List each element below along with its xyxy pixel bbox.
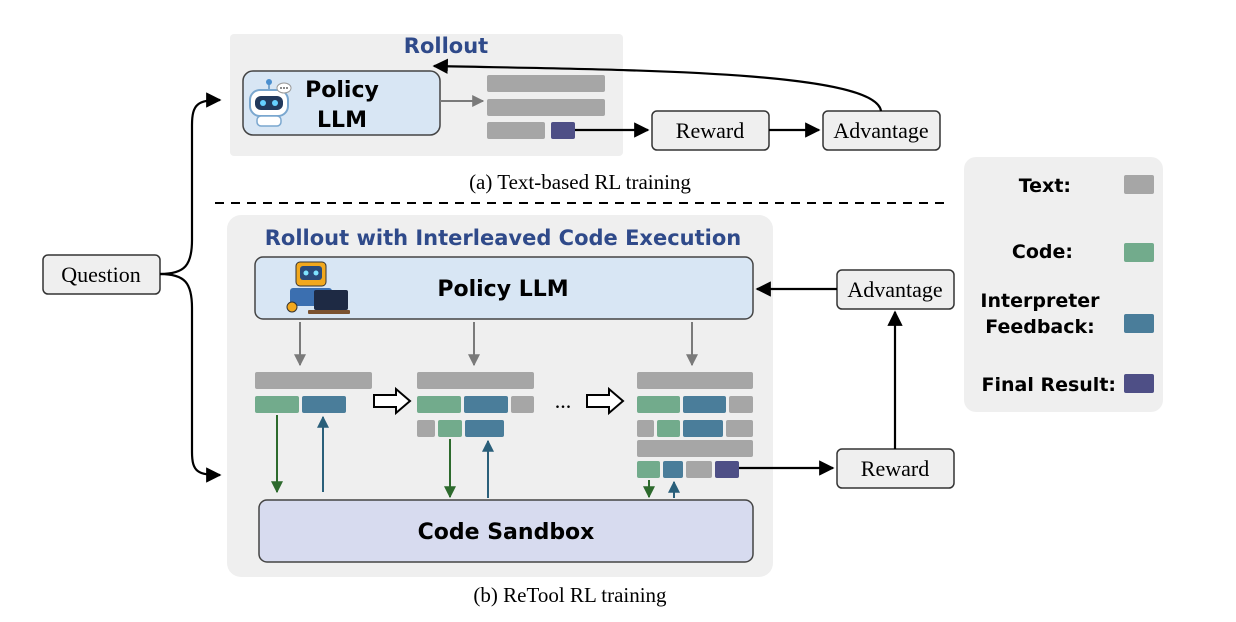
- feedback-block: [464, 396, 508, 413]
- legend-label-feedback-2: Feedback:: [985, 316, 1095, 338]
- legend-swatch-feedback: [1124, 314, 1154, 333]
- text-block: [686, 461, 712, 478]
- question-brace: [159, 92, 222, 276]
- ellipsis: ...: [555, 388, 572, 413]
- legend-panel: [964, 157, 1163, 412]
- legend-swatch-code: [1124, 243, 1154, 262]
- feedback-block: [663, 461, 683, 478]
- text-block: [417, 372, 534, 389]
- top-policy-label-1: Policy: [305, 78, 379, 103]
- text-block: [637, 420, 654, 437]
- code-sandbox-box: [258, 499, 754, 563]
- text-block: [417, 420, 435, 437]
- legend-swatch-final: [1124, 374, 1154, 393]
- code-sandbox-label: Code Sandbox: [418, 520, 595, 545]
- final-result-block: [715, 461, 739, 478]
- text-block: [637, 440, 753, 457]
- top-text-block: [487, 99, 605, 116]
- top-caption: (a) Text-based RL training: [469, 170, 691, 194]
- code-block: [417, 396, 461, 413]
- top-panel-title: Rollout: [404, 34, 488, 58]
- bottom-policy-label: Policy LLM: [437, 277, 568, 302]
- top-text-block: [487, 122, 545, 139]
- step-arrow: [373, 386, 412, 416]
- legend-label-final: Final Result:: [981, 374, 1116, 396]
- feedback-block: [465, 420, 504, 437]
- code-block: [637, 461, 660, 478]
- text-block: [729, 396, 753, 413]
- question-brace-lower: [159, 272, 222, 483]
- code-block: [637, 396, 680, 413]
- top-final-result-block: [551, 122, 575, 139]
- top-advantage-feedback-arrow: [432, 58, 883, 112]
- code-block: [657, 420, 680, 437]
- text-block: [511, 396, 534, 413]
- legend-swatch-text: [1124, 175, 1154, 194]
- code-block: [438, 420, 462, 437]
- code-block: [255, 396, 299, 413]
- top-policy-box: [242, 70, 441, 136]
- robot-icon: [249, 79, 292, 127]
- top-advantage-box: [822, 110, 941, 151]
- bottom-advantage-label: Advantage: [847, 277, 942, 302]
- text-block: [637, 372, 753, 389]
- legend-label-feedback-1: Interpreter: [980, 290, 1100, 312]
- top-reward-label: Reward: [676, 118, 744, 143]
- top-policy-label-2: LLM: [317, 108, 367, 133]
- feedback-block: [302, 396, 346, 413]
- bottom-policy-box: [254, 256, 754, 320]
- legend-label-code: Code:: [1012, 241, 1073, 263]
- bottom-panel-title: Rollout with Interleaved Code Execution: [265, 226, 741, 250]
- question-label: Question: [61, 262, 140, 287]
- feedback-block: [683, 420, 723, 437]
- feedback-block: [683, 396, 726, 413]
- top-text-block: [487, 75, 605, 92]
- text-block: [255, 372, 372, 389]
- bottom-reward-label: Reward: [861, 456, 929, 481]
- legend-label-text: Text:: [1019, 175, 1071, 197]
- top-advantage-label: Advantage: [833, 118, 928, 143]
- text-block: [726, 420, 753, 437]
- step-arrow: [586, 386, 625, 416]
- bottom-caption: (b) ReTool RL training: [473, 583, 667, 607]
- robot-laptop-icon: [286, 261, 350, 314]
